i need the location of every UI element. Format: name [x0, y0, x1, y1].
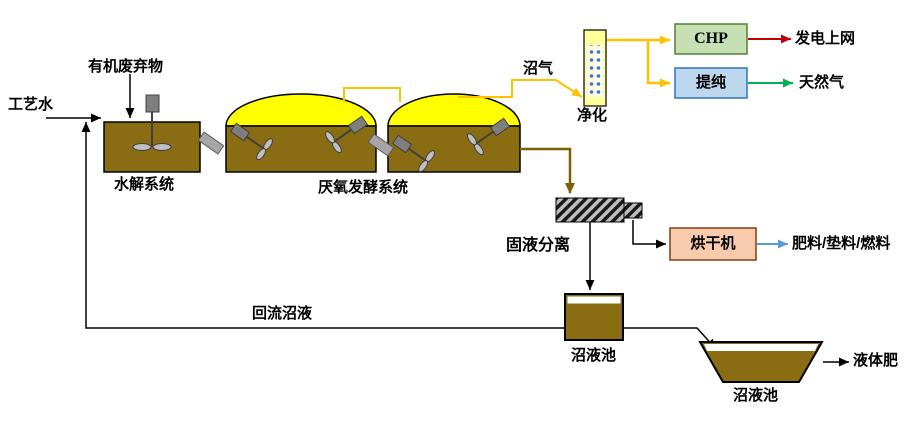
mixer-motor: [145, 94, 160, 113]
chp-box: [674, 23, 748, 55]
label-anaerobic-system: 厌氧发酵系统: [318, 179, 409, 196]
side-mixer-3: [391, 134, 435, 173]
dryer-feed-line: [632, 220, 666, 249]
mixer-blade: [152, 143, 172, 151]
label-solid-liquid-separation: 固液分离: [506, 237, 571, 254]
hydrolysis-mixer: [132, 94, 172, 151]
refine-pipe: [646, 40, 670, 88]
digester-1-body: [225, 125, 377, 173]
label-hydrolysis-system: 水解系统: [114, 176, 175, 193]
side-mixer-4: [467, 117, 511, 156]
label-organic-waste: 有机废弃物: [88, 58, 164, 75]
gas-bridge-pipe: [343, 87, 401, 102]
tank-connector-1: [197, 131, 225, 155]
dryer-box: [669, 227, 757, 261]
mixer-blade: [132, 143, 152, 151]
label-reflux-slurry: 回流沼液: [252, 305, 313, 322]
tank-connector-2: [367, 133, 395, 157]
label-biogas: 沼气: [523, 60, 554, 77]
label-refine: 提纯: [695, 74, 726, 92]
label-purify: 净化: [577, 107, 608, 124]
digestate-pipe: [520, 147, 575, 194]
label-natural-gas: 天然气: [799, 74, 845, 91]
column-packing: [586, 45, 604, 97]
refine-box: [674, 67, 748, 99]
separator-outlet: [623, 202, 643, 219]
label-process-water: 工艺水: [8, 96, 54, 113]
side-mixer-2: [325, 115, 369, 154]
label-slurry-pool-2: 沼液池: [733, 387, 779, 404]
biogas-pipe: [458, 79, 583, 98]
label-dryer: 烘干机: [690, 235, 736, 253]
pool1-headspace: [567, 296, 621, 304]
digester-2-dome: [387, 93, 521, 127]
separator-body: [555, 197, 625, 223]
slurry-pool-2: [698, 341, 824, 383]
pool2-headspace: [704, 344, 818, 351]
label-fertilizer-outputs: 肥料/垫料/燃料: [792, 235, 891, 252]
reflux-pipe: [81, 122, 565, 329]
label-chp: CHP: [694, 29, 728, 47]
label-liquid-fertilizer: 液体肥: [853, 352, 899, 369]
label-slurry-pool-1: 沼液池: [571, 347, 617, 364]
side-mixer-1: [229, 122, 273, 161]
label-power-to-grid: 发电上网: [795, 30, 856, 47]
digester-1-dome: [225, 93, 377, 127]
